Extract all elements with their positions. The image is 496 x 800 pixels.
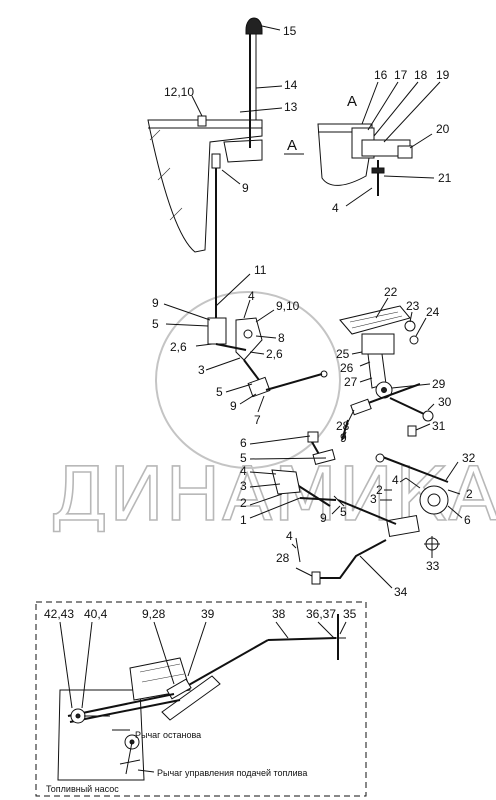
- lever-knob: [245, 17, 263, 35]
- callout-9-right-lower: 9: [320, 511, 327, 525]
- inset-rod-long: [179, 639, 269, 691]
- rod-34: [318, 539, 387, 579]
- callout-40-4: 40,4: [84, 607, 108, 621]
- callout-2-6-left: 2,6: [170, 340, 187, 354]
- callout-15: 15: [283, 24, 297, 38]
- rod-joint: [247, 376, 271, 398]
- callout-3-mid: 3: [198, 363, 205, 377]
- callout-7: 7: [254, 413, 261, 427]
- end-fitting: [407, 425, 417, 437]
- callout-31: 31: [432, 419, 446, 433]
- callout-9-right: 9: [340, 431, 347, 445]
- callout-2-6-right: 2,6: [266, 347, 283, 361]
- callout-5-mid: 5: [152, 317, 159, 331]
- callout-20: 20: [436, 122, 450, 136]
- hand-lever-group: [245, 17, 263, 148]
- callout-24: 24: [426, 305, 440, 319]
- callout-21: 21: [438, 171, 452, 185]
- callout-9-28: 9,28: [142, 607, 166, 621]
- callout-3-left: 3: [240, 479, 247, 493]
- callout-9-mid: 9: [152, 296, 159, 310]
- callout-9-10: 9,10: [276, 299, 300, 313]
- callout-4-detail: 4: [332, 201, 339, 215]
- callout-2-right: 2: [376, 483, 383, 497]
- callout-4-right: 4: [392, 473, 399, 487]
- pedal-bolt: [404, 320, 416, 332]
- bellcrank-assembly: [207, 317, 328, 398]
- label-stop-lever: Рычаг останова: [135, 730, 201, 740]
- callout-9-top: 9: [242, 181, 249, 195]
- callout-4-bottom: 4: [286, 529, 293, 543]
- callout-36-37: 36,37: [306, 607, 336, 621]
- bracket-bolt: [197, 115, 207, 127]
- cab-panel: [147, 119, 263, 253]
- callout-33: 33: [426, 559, 440, 573]
- callout-27: 27: [344, 375, 358, 389]
- lower-linkage: [271, 431, 449, 585]
- callout-26: 26: [340, 361, 354, 375]
- rod-end-upper: [211, 153, 221, 169]
- callout-5-lower: 5: [216, 385, 223, 399]
- callout-14: 14: [284, 78, 298, 92]
- callout-29: 29: [432, 377, 446, 391]
- pedal-plate: [339, 305, 411, 335]
- callout-35: 35: [343, 607, 357, 621]
- callout-32: 32: [462, 451, 476, 465]
- rod-bushing: [386, 514, 420, 538]
- lever-bracket-lower: [271, 469, 301, 495]
- callout-28-mid: 28: [336, 419, 350, 433]
- watermark-ring: [155, 291, 341, 469]
- label-fuel-pump: Топливный насос: [46, 784, 119, 794]
- callout-2-left: 2: [240, 496, 247, 510]
- callout-38: 38: [272, 607, 286, 621]
- view-a-marker: А: [287, 137, 297, 154]
- callout-42-43: 42,43: [44, 607, 74, 621]
- callout-34: 34: [394, 585, 408, 599]
- label-fuel-lever: Рычаг управления подачей топлива: [157, 768, 307, 778]
- cab-panel-group: [147, 115, 263, 253]
- callout-19: 19: [436, 68, 450, 82]
- detail-a-title: А: [347, 93, 357, 110]
- callout-16: 16: [374, 68, 388, 82]
- callout-4-left: 4: [240, 464, 247, 478]
- lever-arm-right: [379, 455, 449, 483]
- callout-17: 17: [394, 68, 408, 82]
- callout-5-right: 5: [340, 505, 347, 519]
- callout-6-left: 6: [240, 436, 247, 450]
- rod-clevis: [207, 317, 227, 345]
- callout-1: 1: [240, 513, 247, 527]
- rod-stop: [311, 571, 321, 585]
- bellcrank: [235, 317, 263, 361]
- callout-11: 11: [254, 263, 267, 277]
- callout-25: 25: [336, 347, 350, 361]
- rod-end-fitting: [307, 431, 319, 443]
- callout-23: 23: [406, 299, 420, 313]
- pedal-bracket-assembly: [339, 305, 434, 441]
- rod-coupling: [312, 448, 336, 466]
- callout-9-lower: 9: [230, 399, 237, 413]
- callout-6-right: 6: [464, 513, 471, 527]
- callout-28-bottom: 28: [276, 551, 290, 565]
- spring-link: [350, 398, 372, 416]
- callout-39: 39: [201, 607, 215, 621]
- callout-2-far: 2: [466, 487, 473, 501]
- detail-nut: [397, 145, 413, 159]
- callout-4-mid: 4: [248, 289, 255, 303]
- callout-22: 22: [384, 285, 398, 299]
- lever-plate: [223, 139, 263, 163]
- pull-rod-lower: [265, 373, 323, 391]
- callout-18: 18: [414, 68, 428, 82]
- pedal-hinge: [361, 333, 395, 355]
- callout-3-right: 3: [370, 492, 377, 506]
- inset-pedal: [161, 675, 221, 721]
- inset-schematic: [35, 601, 367, 797]
- callout-8: 8: [278, 331, 285, 345]
- callout-12-10: 12,10: [164, 85, 194, 99]
- inset-frame: [35, 601, 367, 797]
- callout-5-left: 5: [240, 451, 247, 465]
- callout-13: 13: [284, 100, 298, 114]
- callout-30: 30: [438, 395, 452, 409]
- detail-view-a: А: [317, 93, 413, 196]
